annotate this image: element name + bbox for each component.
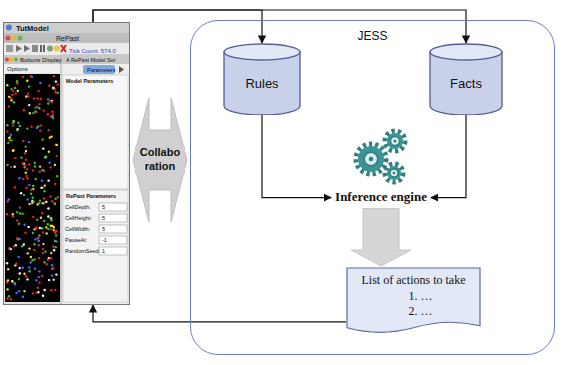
screen-label: CellHeight:: [65, 215, 92, 222]
app-window: TutModelRePastTick Count: 574.0Buttons D…: [3, 22, 130, 305]
screen-label: 5: [102, 204, 105, 211]
list-item: 2. …: [354, 304, 473, 320]
store-name: Facts: [450, 76, 482, 91]
database-cylinder: Facts: [429, 43, 503, 115]
store-name: Rules: [245, 76, 278, 91]
region-title: JESS: [357, 29, 387, 43]
cylinder-label-box: Rules: [223, 61, 301, 106]
engine-node: Inference engine: [331, 121, 431, 207]
screen-label: CellWidth:: [65, 226, 90, 233]
screen-label: 5: [102, 215, 105, 222]
window-title: TutModel: [16, 24, 49, 33]
block-arrow: [351, 209, 411, 266]
engine-name: Inference engine: [335, 189, 427, 205]
list-heading: List of actions to take: [354, 273, 473, 289]
screen-label: Options: [7, 66, 28, 73]
connector-line: [93, 10, 262, 43]
repast-screenshot: [3, 22, 130, 305]
screen-label: Buttons Display: [20, 57, 62, 64]
screen-label: RandomSeed:: [65, 248, 100, 255]
connector-line: [431, 115, 466, 198]
screen-label: Parameters: [87, 67, 115, 74]
document-box: List of actions to take1. …2. …: [346, 267, 481, 336]
connector-line: [93, 305, 346, 322]
screen-label: PauseAt:: [65, 237, 87, 244]
screen-label: Model Parameters: [66, 78, 113, 85]
edge-label: Collabo ration: [135, 146, 185, 174]
gears-icon: [341, 121, 421, 187]
connector-line: [262, 115, 331, 198]
collaboration-arrow: [133, 98, 187, 222]
connector-line: [93, 10, 466, 43]
system-region: JESS Rules FactsInference engineList of ac…: [190, 20, 555, 355]
screen-label: 1: [102, 248, 105, 255]
screen-label: -1: [102, 237, 107, 244]
cylinder-label-box: Facts: [429, 61, 503, 106]
screen-label: RePast: [56, 35, 79, 43]
screen-label: CellDepth:: [65, 204, 91, 211]
screen-label: Tick Count: 574.0: [69, 48, 116, 55]
screen-label: A RePast Model Set: [66, 57, 115, 64]
screen-label: RePast Parameters: [66, 193, 116, 200]
database-cylinder: Rules: [223, 43, 301, 115]
list-item: 1. …: [354, 289, 473, 305]
document-text-box: List of actions to take1. …2. …: [354, 273, 473, 320]
screen-label: 5: [102, 226, 105, 233]
